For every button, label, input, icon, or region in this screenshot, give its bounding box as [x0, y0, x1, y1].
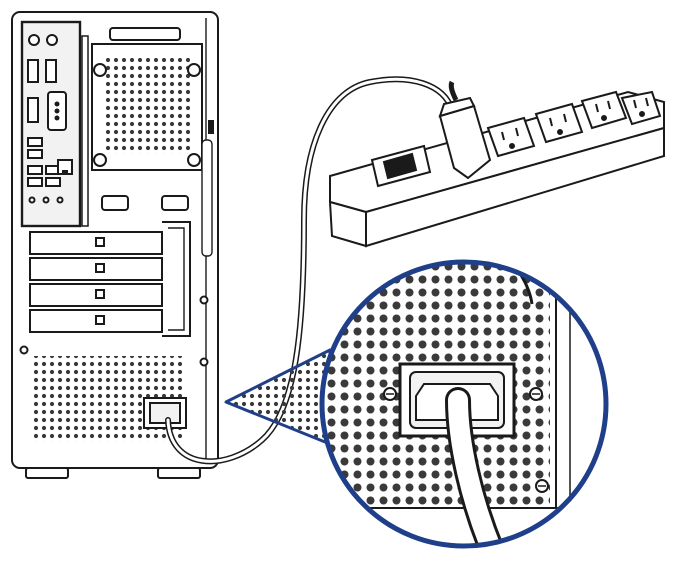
- usb-port-icon: [27, 149, 43, 159]
- power-switch-icon: [370, 144, 432, 188]
- ac-inlet-small-icon: [149, 402, 181, 424]
- outlet-icon: [620, 90, 662, 126]
- display-port-icon: [45, 59, 57, 83]
- power-plug-icon: [438, 80, 492, 180]
- audio-jack-icon: [46, 34, 58, 46]
- psu-vent: [34, 356, 187, 442]
- rear-fan: [91, 43, 203, 171]
- tower-foot-right: [157, 467, 201, 479]
- hdmi-port-icon: [27, 97, 39, 123]
- power-strip: [328, 80, 665, 248]
- io-panel: [20, 20, 82, 228]
- outlet-icon: [580, 90, 628, 130]
- usb-port-icon: [45, 177, 61, 187]
- usb-port-icon: [27, 137, 43, 147]
- display-port-icon: [27, 59, 39, 83]
- outlet-icon: [486, 116, 536, 158]
- tower-foot-left: [25, 467, 69, 479]
- zoom-callout: [224, 259, 609, 549]
- usb-port-icon: [27, 165, 43, 175]
- expansion-slots: [29, 221, 191, 337]
- audio-jack-icon: [28, 34, 40, 46]
- outlet-icon: [534, 102, 584, 144]
- pc-tower: [11, 11, 219, 479]
- usb-port-icon: [27, 177, 43, 187]
